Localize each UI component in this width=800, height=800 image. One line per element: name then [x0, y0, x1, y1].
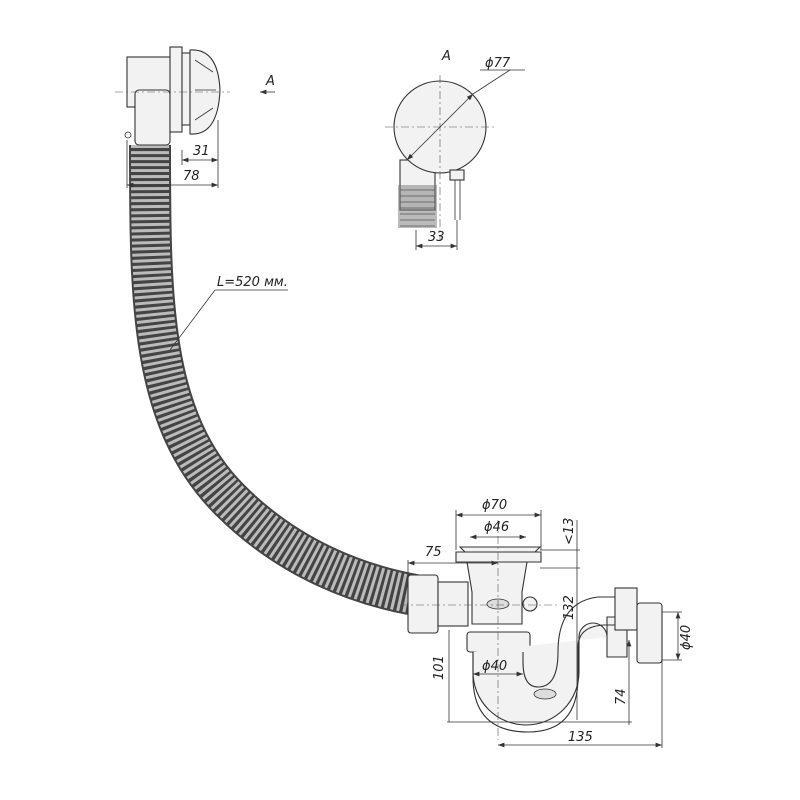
dim-13: <13 [562, 518, 577, 545]
dim-diameter-77: ϕ77 [485, 56, 511, 71]
hose-length-callout: L=520 мм. [169, 275, 288, 351]
dim-outlet-diameter-40: ϕ40 [679, 625, 694, 650]
dim-101: 101 [432, 655, 447, 680]
dim-75: 75 [425, 545, 442, 560]
corrugated-hose [129, 144, 419, 616]
dim-diameter-46: ϕ46 [484, 520, 509, 535]
hose-length-label: L=520 мм. [217, 275, 288, 290]
section-marker: A [260, 74, 275, 95]
dim-135: 135 [568, 730, 593, 745]
overflow-head-side-view [115, 46, 230, 146]
view-a: A ϕ77 33 [385, 49, 525, 250]
dim-78: 78 [183, 169, 200, 184]
view-a-title: A [441, 49, 451, 64]
overflow-dimensions: 31 78 [126, 120, 219, 188]
dim-33: 33 [428, 230, 445, 245]
dim-31: 31 [193, 144, 210, 159]
dim-trap-diameter-40: ϕ40 [482, 659, 507, 674]
dim-diameter-70: ϕ70 [482, 498, 507, 513]
section-marker-label: A [265, 74, 275, 89]
siphon-dimensions: ϕ70 ϕ46 <13 75 132 101 ϕ40 74 135 ϕ40 [407, 498, 694, 748]
dim-74: 74 [614, 688, 629, 705]
dim-132: 132 [562, 595, 577, 620]
